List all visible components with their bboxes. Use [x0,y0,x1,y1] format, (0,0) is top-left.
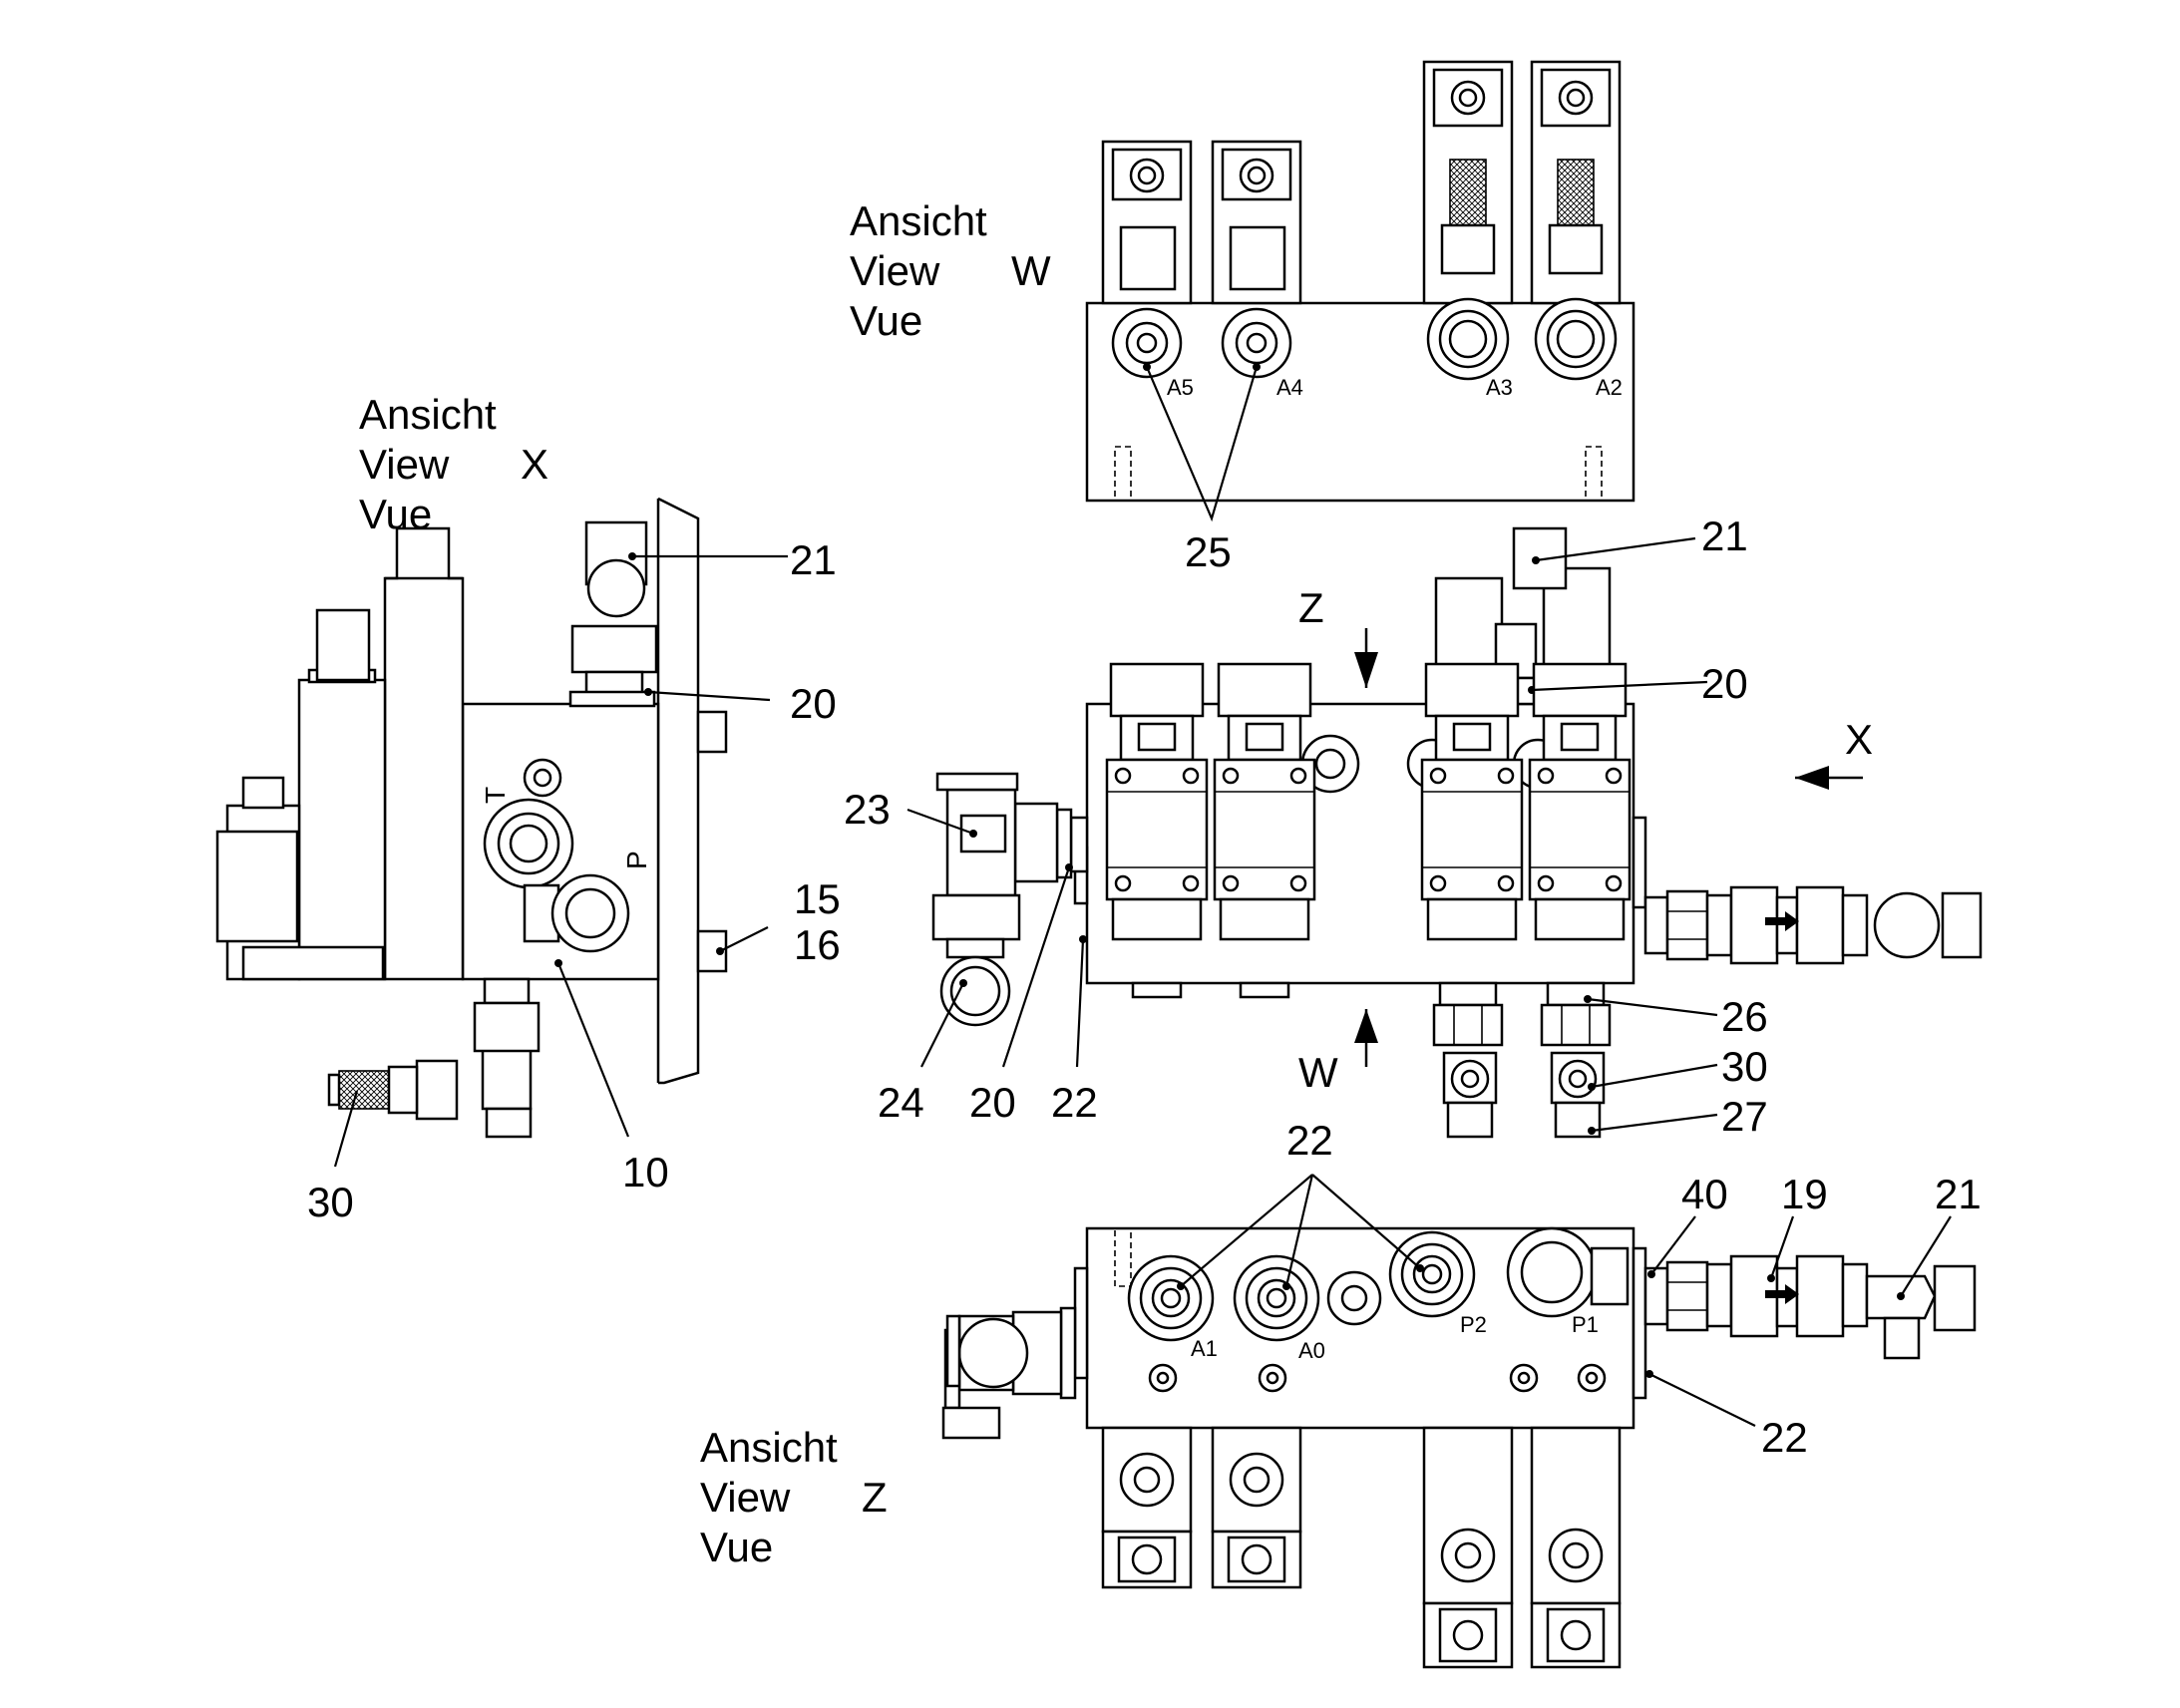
callout-20-view-x: 20 [790,680,837,727]
port-label-a5: A5 [1167,375,1194,400]
port-label-a0: A0 [1298,1338,1325,1363]
callout-22-view-z-right: 22 [1761,1414,1808,1461]
callout-22-main: 22 [1051,1079,1098,1126]
view-x-title-line2: View [359,441,450,488]
view-z-title-line3: Vue [700,1524,773,1570]
callout-16: 16 [794,921,841,968]
view-w-drawing [1085,60,1635,522]
callout-30-view-x: 30 [307,1179,354,1225]
view-z-title-letter: Z [862,1474,888,1521]
arrow-label-z: Z [1298,584,1324,631]
main-view-drawing [907,526,1983,1139]
port-label-p: P [621,851,652,869]
callout-26: 26 [1721,993,1768,1040]
callout-15: 15 [794,875,841,922]
callout-19: 19 [1781,1171,1828,1217]
arrow-label-w: W [1298,1049,1338,1096]
callout-24: 24 [878,1079,924,1126]
view-w-title-line1: Ansicht [850,197,987,244]
port-label-a2: A2 [1596,375,1623,400]
callout-40: 40 [1681,1171,1728,1217]
port-label-a1: A1 [1191,1336,1218,1361]
callout-20-main: 20 [1701,660,1748,707]
view-w-title-letter: W [1011,247,1051,294]
view-x-title-letter: X [521,441,548,488]
callout-21-view-x: 21 [790,536,837,583]
callout-10: 10 [622,1149,669,1196]
view-x-title-line3: Vue [359,491,432,537]
port-label-t: T [480,787,511,804]
view-z-title-line2: View [700,1474,791,1521]
callout-27: 27 [1721,1093,1768,1140]
callout-20-main-bottom: 20 [969,1079,1016,1126]
view-w-title-line2: View [850,247,940,294]
view-x-title-line1: Ansicht [359,391,497,438]
callout-30-main: 30 [1721,1043,1768,1090]
view-z-title-line1: Ansicht [700,1424,838,1471]
port-label-a3: A3 [1486,375,1513,400]
arrow-label-x: X [1845,716,1873,763]
callout-23: 23 [844,786,891,833]
port-label-p2: P2 [1460,1312,1487,1337]
view-w-title-line3: Vue [850,297,922,344]
port-label-p1: P1 [1572,1312,1599,1337]
port-label-a4: A4 [1276,375,1303,400]
view-z-drawing [941,1174,1977,1669]
callout-21-view-z: 21 [1935,1171,1982,1217]
callout-25: 25 [1185,528,1232,575]
view-x-drawing [215,497,788,1168]
callout-21-main: 21 [1701,512,1748,559]
callout-22-view-z: 22 [1286,1117,1333,1164]
